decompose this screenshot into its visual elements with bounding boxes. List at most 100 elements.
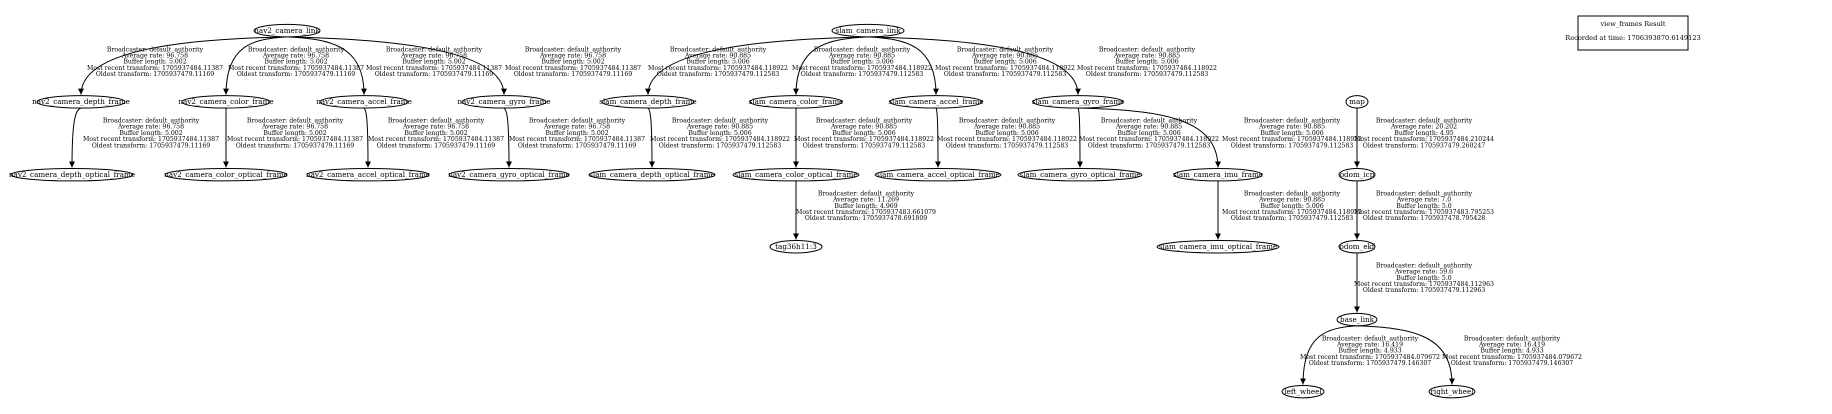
edge-label-line: Average rate: 90.885: [1258, 124, 1325, 131]
edge-label-line: Oldest transform: 1705937479.11169: [518, 142, 637, 149]
edge-label-line: Average rate: 90.885: [686, 124, 753, 131]
result-box: view_frames Result Recorded at time: 170…: [1565, 15, 1701, 51]
node-slam_camera_link[interactable]: slam_camera_link: [831, 23, 905, 38]
edge-line: [286, 36, 507, 95]
node-nav2_camera_gyro_optical_frame[interactable]: nav2_camera_gyro_optical_frame: [448, 168, 570, 182]
node-slam_camera_gyro_optical_frame[interactable]: slam_camera_gyro_optical_frame: [1017, 168, 1143, 182]
node-nav2_camera_accel_frame[interactable]: nav2_camera_accel_frame: [316, 95, 412, 109]
edge-label-line: Most recent transform: 1705937484.118922: [1077, 65, 1217, 72]
edge-label-line: Most recent transform: 1705937484.079672: [1442, 354, 1582, 361]
node-slam_camera_depth_optical_frame[interactable]: slam_camera_depth_optical_frame: [588, 168, 716, 182]
node-slam_camera_color_frame[interactable]: slam_camera_color_frame: [749, 95, 844, 109]
node-ellipse: [1173, 168, 1263, 182]
edge-line: [1076, 107, 1083, 168]
edge-label-line: Average rate: 90.885: [1258, 197, 1325, 204]
edge-label-line: Most recent transform: 1705937484.079672: [1300, 354, 1440, 361]
node-odom_icp[interactable]: odom_icp: [1338, 168, 1376, 182]
node-nav2_camera_depth_frame[interactable]: nav2_camera_depth_frame: [32, 95, 130, 109]
node-ellipse: [1281, 384, 1325, 399]
edge-label-line: Broadcaster: default_authority: [1101, 118, 1198, 125]
edge-line: [1300, 325, 1358, 385]
node-ellipse: [1428, 384, 1476, 399]
node-ellipse: [253, 23, 321, 38]
node-nav2_camera_color_optical_frame[interactable]: nav2_camera_color_optical_frame: [164, 168, 288, 182]
edge-label-line: Most recent transform: 1705937484.118922: [1222, 209, 1362, 216]
edge-label-line: Broadcaster: default_authority: [816, 118, 913, 125]
node-ellipse: [889, 95, 983, 109]
node-ellipse: [1345, 95, 1369, 109]
node-ellipse: [306, 168, 430, 182]
edge-label-line: Oldest transform: 1705937479.112583: [1086, 71, 1209, 78]
node-right_wheel[interactable]: right_wheel: [1428, 384, 1476, 399]
node-slam_camera_depth_frame[interactable]: slam_camera_depth_frame: [599, 95, 697, 109]
node-slam_camera_color_optical_frame[interactable]: slam_camera_color_optical_frame: [732, 168, 860, 182]
edge-label-line: Most recent transform: 1705937484.118922: [1079, 136, 1219, 143]
edge-label-line: Average rate: 96.758: [543, 124, 610, 131]
edge-label-line: Broadcaster: default_authority: [1099, 46, 1196, 53]
node-tag36h11_3[interactable]: tag36h11:3: [769, 240, 823, 254]
edge-label-line: Oldest transform: 1705937479.146307: [1451, 360, 1574, 367]
edge-label-line: Most recent transform: 1705937484.118922: [935, 65, 1075, 72]
edge-label-line: Broadcaster: default_authority: [529, 118, 626, 125]
node-map[interactable]: map: [1345, 95, 1369, 109]
node-nav2_camera_color_frame[interactable]: nav2_camera_color_frame: [178, 95, 274, 109]
edge-label-line: Oldest transform: 1705937479.112583: [1231, 142, 1354, 149]
edge-label-line: Average rate: 90.885: [971, 53, 1038, 60]
node-slam_camera_imu_optical_frame[interactable]: slam_camera_imu_optical_frame: [1156, 240, 1280, 254]
node-label: slam_camera_depth_optical_frame: [589, 170, 715, 179]
node-nav2_camera_depth_optical_frame[interactable]: nav2_camera_depth_optical_frame: [9, 168, 135, 182]
node-odom_ekf[interactable]: odom_ekf: [1338, 240, 1376, 254]
node-nav2_camera_gyro_frame[interactable]: nav2_camera_gyro_frame: [457, 95, 551, 109]
node-ellipse: [1338, 168, 1376, 182]
edge-label-line: Buffer length: 4.95: [1394, 130, 1453, 137]
edge-label-line: Oldest transform: 1705937479.11169: [514, 71, 633, 78]
edge-label-line: Average rate: 90.885: [684, 53, 751, 60]
edge-label-line: Oldest transform: 1705937478.795428: [1363, 215, 1486, 222]
node-slam_camera_accel_optical_frame[interactable]: slam_camera_accel_optical_frame: [874, 168, 1002, 182]
node-ellipse: [10, 168, 134, 182]
node-label: left_wheel: [1284, 387, 1322, 396]
edge-label-line: Average rate: 16.419: [1336, 342, 1403, 349]
edge-label-line: Average rate: 20.202: [1390, 124, 1457, 131]
edge-label-line: Buffer length: 5.002: [119, 130, 182, 137]
edge-line: [867, 36, 939, 95]
node-left_wheel[interactable]: left_wheel: [1281, 384, 1325, 399]
node-slam_camera_gyro_frame[interactable]: slam_camera_gyro_frame: [1032, 95, 1125, 109]
edge-label-line: Most recent transform: 1705937483.795253: [1354, 209, 1494, 216]
edge-label-line: Buffer length: 5.002: [263, 130, 326, 137]
node-label: slam_camera_color_optical_frame: [734, 170, 857, 179]
edge-label-line: Broadcaster: default_authority: [247, 118, 344, 125]
edge-label-line: Buffer length: 5.002: [404, 130, 467, 137]
node-ellipse: [319, 95, 409, 109]
node-ellipse: [461, 95, 547, 109]
node-slam_camera_accel_frame[interactable]: slam_camera_accel_frame: [888, 95, 984, 109]
edge-line: [223, 36, 288, 95]
edge-label-line: Broadcaster: default_authority: [959, 118, 1056, 125]
node-label: slam_camera_depth_frame: [599, 97, 696, 106]
node-base_link[interactable]: base_link: [1336, 312, 1378, 327]
edge-label-line: Broadcaster: default_authority: [248, 46, 345, 53]
edge-label-line: Average rate: 96.758: [400, 53, 467, 60]
edge-label-line: Oldest transform: 1705937478.691809: [805, 215, 928, 222]
node-slam_camera_imu_frame[interactable]: slam_camera_imu_frame: [1173, 168, 1263, 182]
node-ellipse: [164, 168, 288, 182]
node-nav2_camera_accel_optical_frame[interactable]: nav2_camera_accel_optical_frame: [306, 168, 430, 182]
node-nav2_camera_link[interactable]: nav2_camera_link: [253, 23, 321, 38]
edge-label-line: Broadcaster: default_authority: [1244, 118, 1341, 125]
